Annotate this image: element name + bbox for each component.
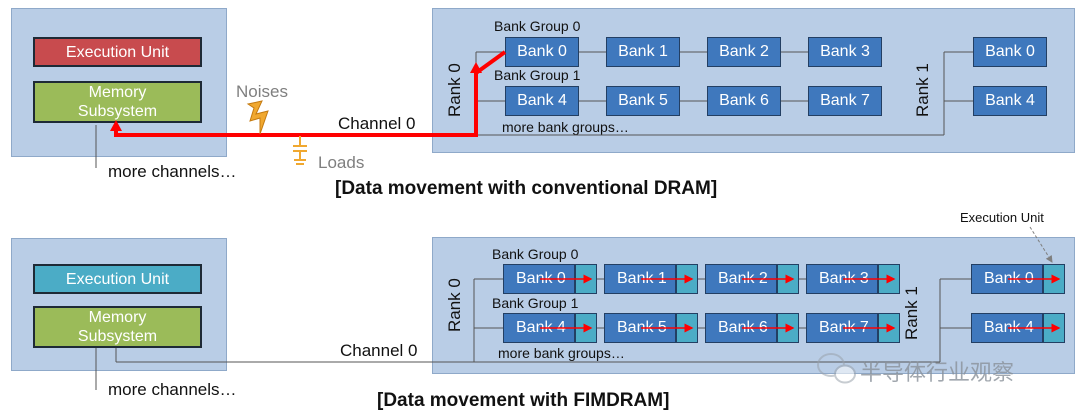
bank-top-r1-0: Bank 4 <box>505 86 579 116</box>
watermark-text: 半导体行业观察 <box>860 361 1015 386</box>
channel-0-label-bottom: Channel 0 <box>340 341 418 360</box>
noises-label: Noises <box>236 82 288 101</box>
bank-top-r0-1: Bank 1 <box>606 37 680 67</box>
bank-group-0-label-bottom: Bank Group 0 <box>492 246 579 262</box>
execution-unit-top: Execution Unit <box>33 37 202 67</box>
channel-0-label-top: Channel 0 <box>338 114 416 133</box>
bank-group-0-label-top: Bank Group 0 <box>494 18 581 34</box>
bank-top-r1-3: Bank 7 <box>808 86 882 116</box>
bank-top-r0-0: Bank 0 <box>505 37 579 67</box>
bank-group-1-label-top: Bank Group 1 <box>494 67 581 83</box>
bank-top-r1-1: Bank 5 <box>606 86 680 116</box>
fimdram-panel <box>432 237 1075 374</box>
dram-panel-top <box>432 8 1075 153</box>
bank-top-rank1-0: Bank 0 <box>973 37 1047 67</box>
data-arrow-host <box>110 120 122 131</box>
bank-top-rank1-1: Bank 4 <box>973 86 1047 116</box>
more-bank-groups-label-bottom: more bank groups… <box>498 345 625 361</box>
execution-unit-bottom: Execution Unit <box>33 264 202 294</box>
more-channels-label-bottom: more channels… <box>108 380 237 399</box>
bank-top-r0-2: Bank 2 <box>707 37 781 67</box>
loads-label: Loads <box>318 153 365 172</box>
memory-subsystem-top: Memory Subsystem <box>33 81 202 123</box>
watermark-logo-icon <box>817 353 856 384</box>
host-panel-bottom <box>11 238 227 371</box>
fim-bank-r1-2: Bank 6 <box>705 313 777 343</box>
execution-unit-callout: Execution Unit <box>960 210 1044 225</box>
bank-top-r1-2: Bank 6 <box>707 86 781 116</box>
more-bank-groups-label-top: more bank groups… <box>502 119 629 135</box>
bank-group-1-label-bottom: Bank Group 1 <box>492 295 579 311</box>
bank-top-r0-3: Bank 3 <box>808 37 882 67</box>
more-channels-label-top: more channels… <box>108 162 237 181</box>
data-path-top <box>114 68 478 137</box>
noise-lightning-icon <box>246 100 269 135</box>
memory-subsystem-bottom: Memory Subsystem <box>33 306 202 348</box>
caption-top: [Data movement with conventional DRAM] <box>335 178 718 199</box>
caption-bottom: [Data movement with FIMDRAM] <box>377 390 670 411</box>
